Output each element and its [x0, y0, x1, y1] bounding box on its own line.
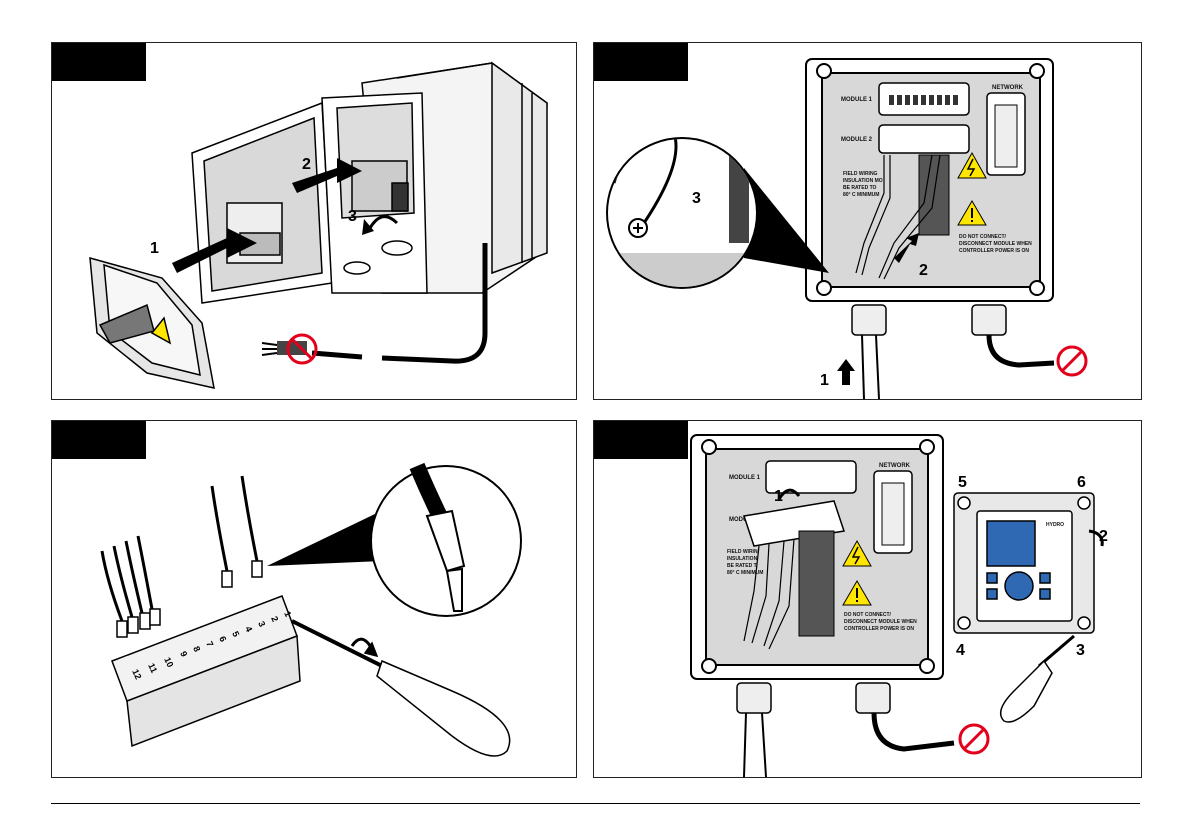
terminal-11: 11: [146, 662, 159, 675]
terminal-8: 8: [191, 645, 202, 654]
zoom-pointer: [744, 168, 829, 273]
step-tab: [52, 421, 146, 459]
terminal-12: 12: [130, 668, 143, 681]
module-1-label: MODULE 1: [841, 97, 873, 103]
terminal-4: 4: [243, 625, 254, 634]
power-cord: [311, 243, 488, 364]
screwdriver: [291, 619, 511, 757]
field-wiring-line-4: 80° C MINIMUM: [843, 192, 879, 198]
network-label: NETWORK: [879, 463, 911, 469]
warning-icon: [842, 580, 872, 606]
warning-icon: [957, 200, 987, 226]
terminal-7: 7: [204, 640, 215, 649]
field-wiring-line-4: 80° C MINIMUM: [727, 570, 763, 576]
field-wiring-line-1: FIELD WIRING: [843, 171, 878, 177]
terminal-9: 9: [178, 650, 189, 659]
arrow-2: [894, 233, 919, 263]
brand-label: HYDRO: [1046, 522, 1064, 528]
terminal-block: [111, 595, 301, 748]
field-wiring-line-2: INSULATION: [727, 556, 758, 562]
callout-1: 1: [150, 240, 159, 257]
illustration-route-wiring: MODULE 1 MODULE 2 NETWORK FIELD WIRING I…: [606, 58, 1088, 399]
arrow-insert-1: [172, 228, 257, 273]
step-tab: [594, 43, 688, 81]
callout-5: 5: [958, 474, 967, 491]
sensor-wires: [855, 154, 941, 280]
electrical-hazard-icon: [957, 151, 987, 179]
warning-line-3: CONTROLLER POWER IS ON: [844, 626, 914, 632]
warning-line-2: DISCONNECT MODULE WHEN: [959, 241, 1032, 247]
no-power-plug-icon: [1056, 345, 1088, 377]
field-wiring-line-3: BE RATED T: [727, 563, 757, 569]
callout-4: 4: [956, 642, 965, 659]
terminal-10: 10: [162, 656, 175, 669]
no-power-plug-icon: [958, 723, 990, 755]
panel-step-3: 1 2 3 4 5 6 7 8 9 10 11 12: [51, 420, 577, 778]
panel-step-1: 1 2 3: [51, 42, 577, 400]
open-enclosure-door: [191, 101, 333, 304]
controller-front: [953, 492, 1095, 634]
cable-glands: [851, 304, 1007, 336]
panel-step-4: MODULE 1 MODULE NETWORK 1 FIELD WIRIN IN…: [593, 420, 1142, 778]
zoom-detail: [606, 137, 758, 289]
callout-6: 6: [1077, 474, 1086, 491]
callout-3: 3: [1076, 642, 1085, 659]
arrow-rotate-3: [362, 215, 399, 235]
module-label: MODULE: [729, 517, 755, 523]
arrow-1: [837, 359, 855, 385]
callout-2: 2: [302, 156, 311, 173]
enclosure-interior: [321, 92, 428, 294]
module-2-label: MODULE 2: [841, 137, 873, 143]
callout-2: 2: [1099, 528, 1108, 545]
illustration-close-enclosure: MODULE 1 MODULE NETWORK 1 FIELD WIRIN IN…: [690, 434, 1108, 777]
terminal-5: 5: [230, 630, 241, 639]
module-cover: [89, 256, 215, 389]
callout-1: 1: [820, 372, 829, 389]
callout-3: 3: [692, 190, 701, 207]
terminal-1: 1: [282, 610, 293, 619]
zoom-ferrule-detail: [370, 462, 522, 617]
footer-rule: [51, 803, 1140, 804]
warning-line-1: DO NOT CONNECT/: [959, 234, 1007, 240]
electrical-hazard-icon: [842, 539, 872, 567]
no-power-plug-icon: [261, 333, 318, 365]
terminal-6: 6: [217, 635, 228, 644]
callout-2: 2: [919, 262, 928, 279]
arrow-insert-2: [292, 158, 362, 193]
network-label: NETWORK: [992, 85, 1024, 91]
screwdriver: [999, 634, 1075, 723]
warning-line-3: CONTROLLER POWER IS ON: [959, 248, 1029, 254]
illustration-terminal-wiring: 1 2 3 4 5 6 7 8 9 10 11 12: [100, 462, 522, 757]
illustration-remove-cover: 1 2 3: [89, 61, 548, 389]
field-wiring-line-3: BE RATED TO: [843, 185, 877, 191]
terminal-3: 3: [256, 620, 267, 629]
field-wiring-line-2: INSULATION MO: [843, 178, 883, 184]
warning-line-2: DISCONNECT MODULE WHEN: [844, 619, 917, 625]
field-wiring-line-1: FIELD WIRIN: [727, 549, 758, 555]
step-tab: [52, 43, 146, 81]
module-1-terminals: [889, 95, 958, 105]
panel-step-2: MODULE 1 MODULE 2 NETWORK FIELD WIRING I…: [593, 42, 1142, 400]
wires: [100, 475, 259, 622]
zoom-pointer: [267, 513, 382, 566]
warning-line-1: DO NOT CONNECT/: [844, 612, 892, 618]
terminal-2: 2: [269, 615, 280, 624]
module-1-label: MODULE 1: [729, 475, 761, 481]
callout-3: 3: [348, 208, 357, 225]
callout-1: 1: [774, 488, 783, 505]
step-tab: [594, 421, 688, 459]
